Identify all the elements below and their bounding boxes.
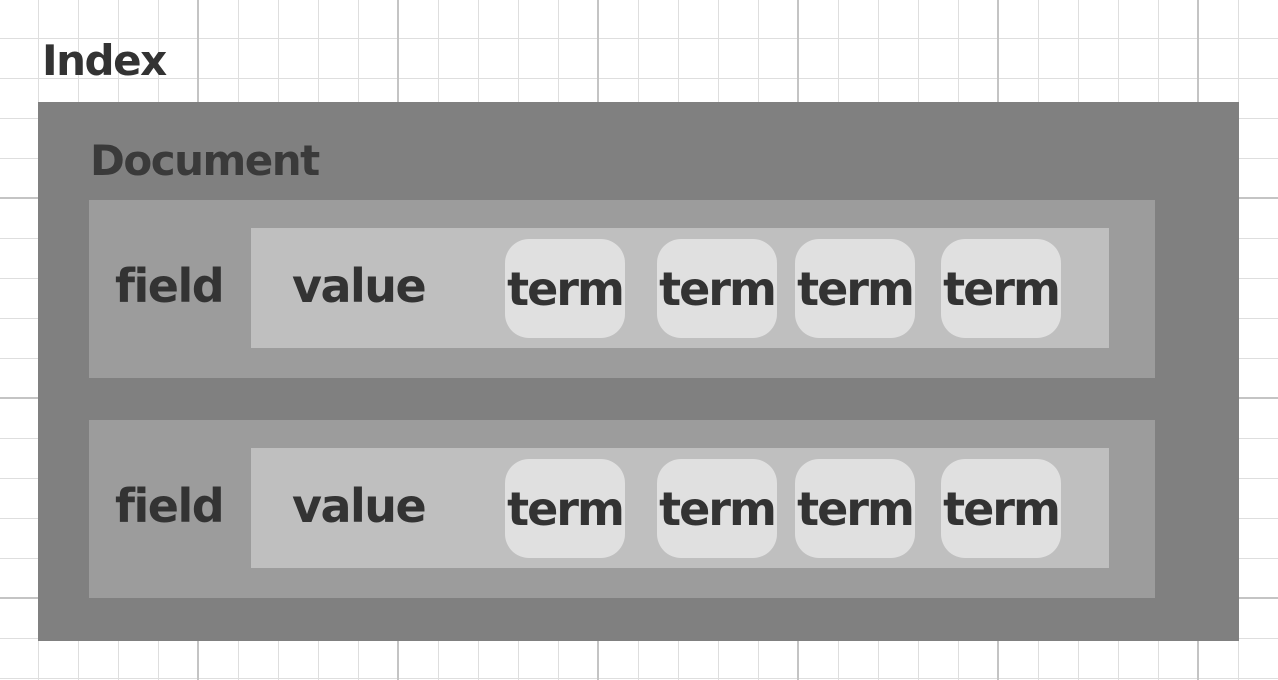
index-container: Document field value term term term term… xyxy=(38,102,1239,641)
field-box-2: field value term term term term xyxy=(89,420,1155,598)
term-token: term xyxy=(505,239,625,338)
field-box-1: field value term term term term xyxy=(89,200,1155,378)
term-token: term xyxy=(795,239,915,338)
term-token: term xyxy=(941,239,1061,338)
field-label: field xyxy=(115,259,225,313)
index-label: Index xyxy=(42,36,167,85)
field-label: field xyxy=(115,479,225,533)
value-label: value xyxy=(292,259,427,313)
term-token: term xyxy=(941,459,1061,558)
document-label: Document xyxy=(90,136,320,185)
term-token: term xyxy=(505,459,625,558)
term-token: term xyxy=(657,239,777,338)
term-token: term xyxy=(795,459,915,558)
term-token: term xyxy=(657,459,777,558)
value-box: value term term term term xyxy=(251,228,1109,348)
value-box: value term term term term xyxy=(251,448,1109,568)
value-label: value xyxy=(292,479,427,533)
